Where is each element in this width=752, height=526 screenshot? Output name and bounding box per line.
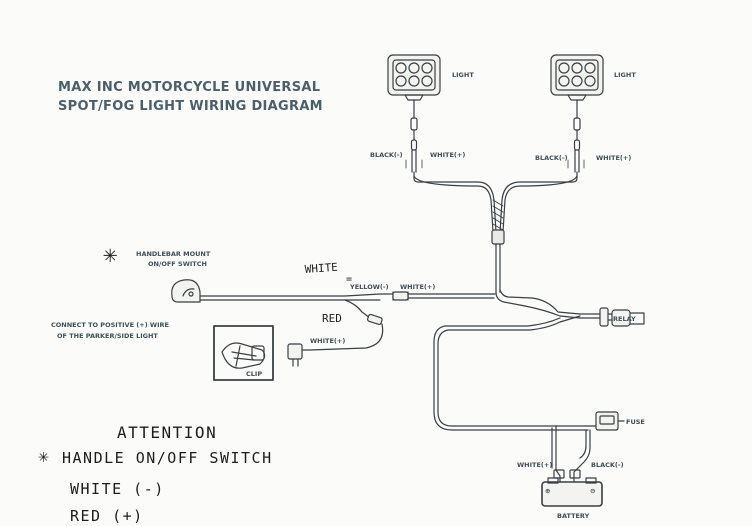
switch-label-line1: HANDLEBAR MOUNT xyxy=(136,250,211,258)
battery-label: BATTERY xyxy=(557,512,590,520)
clip-white-wire-label: WHITE(+) xyxy=(310,337,345,345)
handlebar-switch xyxy=(171,279,201,303)
handwritten-red-note: RED xyxy=(322,312,342,325)
battery-white-label: WHITE(+) xyxy=(517,461,552,469)
light-left-white-label: WHITE(+) xyxy=(430,151,465,159)
battery-minus-symbol: ⊖ xyxy=(590,487,595,495)
switch-star-mark: ✳ xyxy=(103,240,117,268)
fuse-label: FUSE xyxy=(626,418,645,426)
clip-label: CLIP xyxy=(246,370,262,378)
light-right-white-label: WHITE(+) xyxy=(596,154,631,162)
battery xyxy=(541,477,603,507)
light-left xyxy=(387,54,441,173)
attention-red-line: RED (+) xyxy=(70,507,144,525)
parker-label-line1: CONNECT TO POSITIVE (+) WIRE xyxy=(51,321,169,329)
diagram-title-line1: MAX INC MOTORCYCLE UNIVERSAL xyxy=(58,80,321,95)
attention-white-line: WHITE (-) xyxy=(70,480,165,498)
battery-plus-symbol: ⊕ xyxy=(545,487,550,495)
attention-heading: ATTENTION xyxy=(117,423,218,442)
attention-switch-note: HANDLE ON/OFF SWITCH xyxy=(62,449,273,467)
handwritten-white-note: WHITE xyxy=(304,261,338,276)
battery-black-label: BLACK(-) xyxy=(591,461,624,469)
relay-label: RELAY xyxy=(613,315,636,323)
light-right xyxy=(550,54,604,173)
handwritten-equals: = xyxy=(346,274,352,285)
yellow-wire-label: YELLOW(-) xyxy=(349,283,389,291)
fuse-holder xyxy=(595,411,625,431)
white-wire-label: WHITE(+) xyxy=(400,283,435,291)
light-right-black-label: BLACK(-) xyxy=(535,154,568,162)
switch-label-line2: ON/OFF SWITCH xyxy=(148,260,207,268)
attention-star-mark: ✳ xyxy=(38,446,51,467)
light-right-label: LIGHT xyxy=(614,71,636,79)
parker-label-line2: OF THE PARKER/SIDE LIGHT xyxy=(57,332,158,340)
parker-clip-box xyxy=(213,325,274,381)
diagram-title-line2: SPOT/FOG LIGHT WIRING DIAGRAM xyxy=(58,99,323,114)
light-left-black-label: BLACK(-) xyxy=(370,151,403,159)
light-left-label: LIGHT xyxy=(452,71,474,79)
